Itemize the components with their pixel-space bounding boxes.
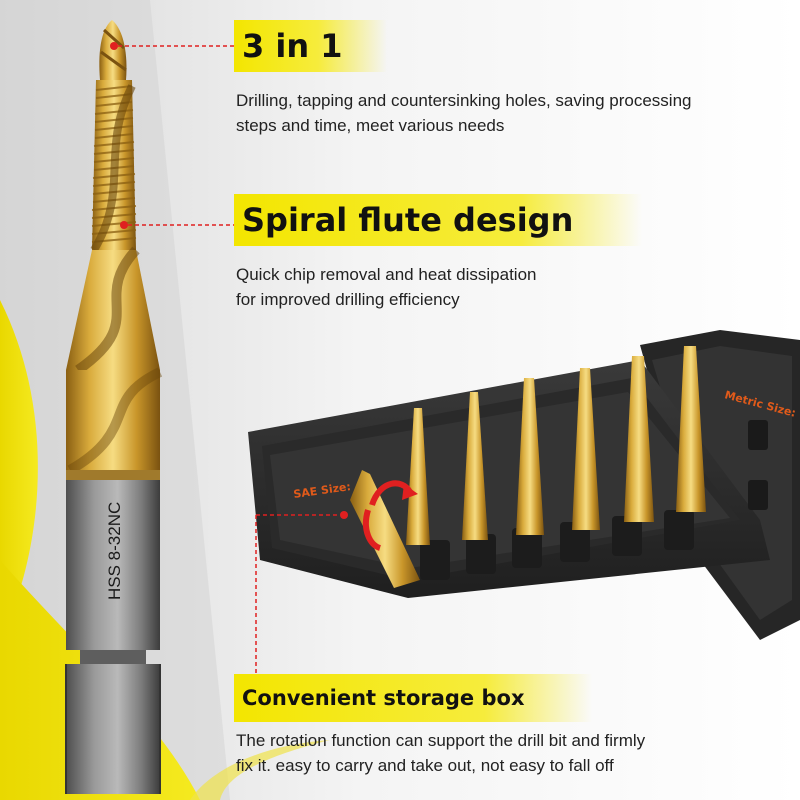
shank-marking: HSS 8-32NC	[105, 502, 124, 600]
description-line: The rotation function can support the dr…	[236, 731, 646, 750]
description-line: Drilling, tapping and countersinking hol…	[236, 91, 692, 110]
description-line: steps and time, meet various needs	[236, 116, 505, 135]
feature-description: Quick chip removal and heat dissipation …	[236, 262, 537, 312]
feature-description: Drilling, tapping and countersinking hol…	[236, 88, 692, 138]
feature-description: The rotation function can support the dr…	[236, 728, 645, 778]
feature-title: Spiral flute design	[234, 194, 642, 246]
description-line: Quick chip removal and heat dissipation	[236, 265, 537, 284]
yellow-swoosh-left	[0, 300, 38, 640]
description-line: for improved drilling efficiency	[236, 290, 460, 309]
storage-box	[248, 330, 800, 640]
feature-title: 3 in 1	[234, 20, 387, 72]
description-line: fix it. easy to carry and take out, not …	[236, 756, 614, 775]
callout-pointers	[110, 42, 348, 690]
drill-bit	[65, 20, 163, 794]
feature-title: Convenient storage box	[234, 674, 592, 722]
